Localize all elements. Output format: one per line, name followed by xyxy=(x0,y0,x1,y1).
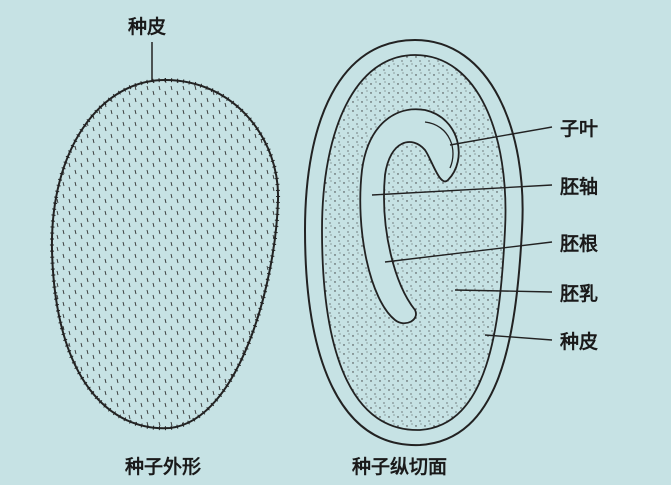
label-endosperm: 胚乳 xyxy=(560,283,599,305)
label-cotyledon: 子叶 xyxy=(560,118,599,140)
seed-section xyxy=(303,38,553,447)
caption-section: 种子纵切面 xyxy=(352,456,448,478)
seed-exterior xyxy=(49,42,281,431)
label-radicle: 胚根 xyxy=(560,233,599,255)
label-hypocotyl: 胚轴 xyxy=(560,176,599,198)
label-seed-coat: 种皮 xyxy=(560,331,599,353)
caption-exterior: 种子外形 xyxy=(125,456,202,478)
label-seed-coat-top: 种皮 xyxy=(128,16,167,38)
